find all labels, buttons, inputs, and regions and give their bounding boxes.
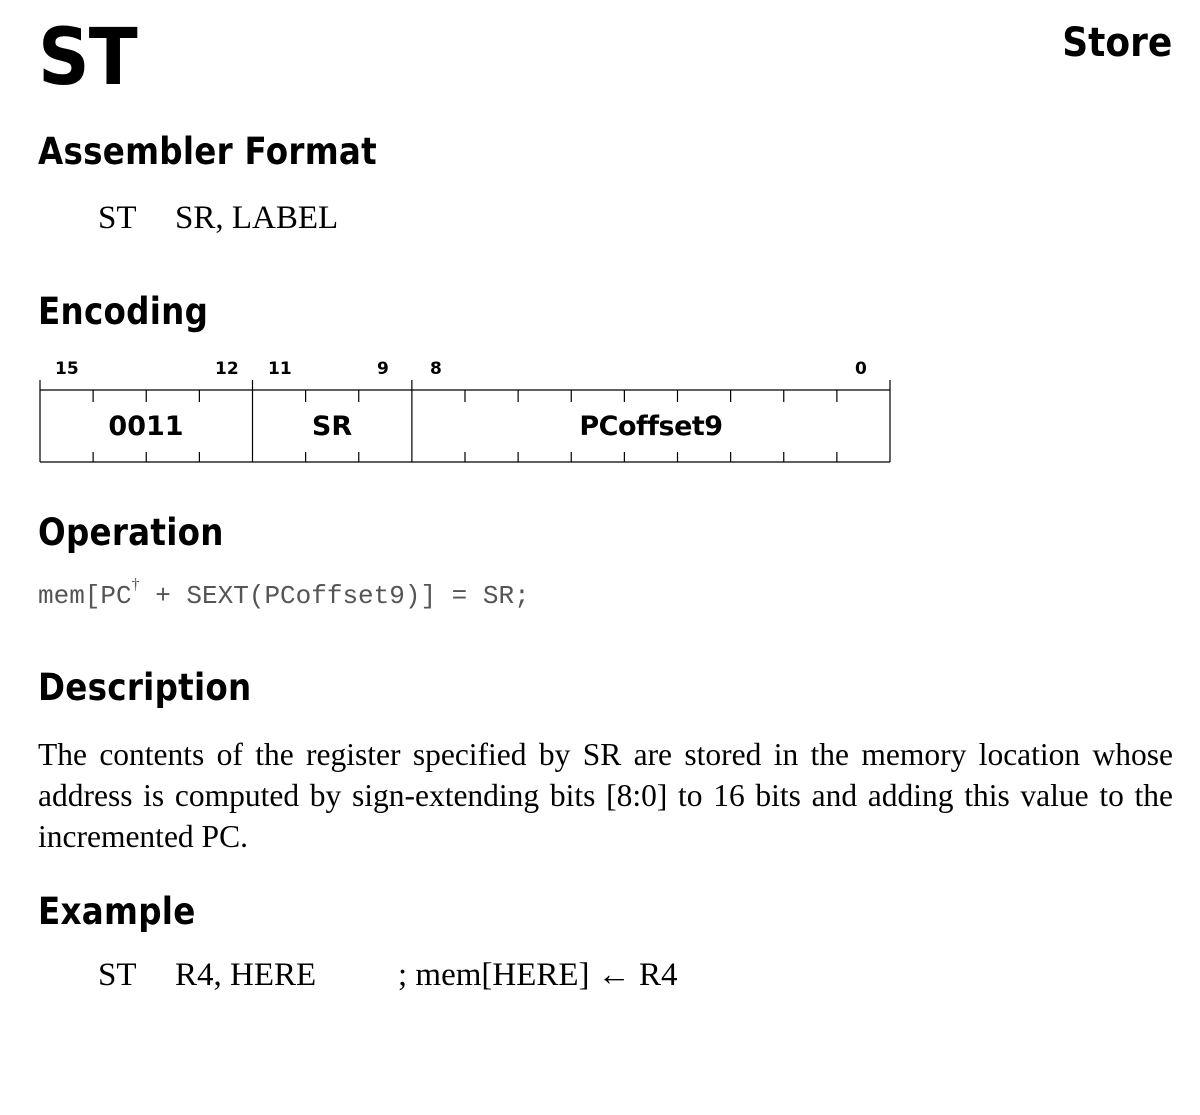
assembler-format-heading: Assembler Format	[38, 130, 377, 173]
instruction-mnemonic: ST	[38, 13, 138, 103]
encoding-heading: Encoding	[38, 290, 209, 333]
example-heading: Example	[38, 890, 196, 933]
bit-label-12: 12	[215, 359, 239, 379]
field-sr: SR	[312, 411, 352, 442]
example-opcode: ST	[98, 957, 137, 993]
bit-label-0: 0	[855, 359, 867, 379]
bit-label-9: 9	[377, 359, 389, 379]
encoding-grid	[39, 380, 891, 463]
bit-label-11: 11	[268, 359, 292, 379]
description-heading: Description	[38, 666, 252, 709]
encoding-diagram: 15 12 11 9 8 0 0011 SR PCoffset9	[39, 359, 891, 463]
example-operands: R4, HERE	[175, 957, 317, 993]
description-text: The contents of the register specified b…	[38, 737, 1173, 854]
bit-label-15: 15	[55, 359, 79, 379]
operation-suffix: + SEXT(PCoffset9)] = SR;	[139, 581, 530, 611]
operation-heading: Operation	[38, 511, 224, 554]
bit-label-8: 8	[430, 359, 442, 379]
instruction-name: Store	[1061, 20, 1172, 66]
footnote-mark: †	[131, 576, 140, 594]
assembler-format-line: ST SR, LABEL	[98, 198, 338, 318]
field-opcode: 0011	[108, 411, 183, 442]
operation-code: mem[PC† + SEXT(PCoffset9)] = SR;	[38, 576, 530, 614]
field-pcoffset9: PCoffset9	[579, 411, 722, 442]
operation-prefix: mem[PC	[38, 581, 132, 611]
example-line: ST R4, HERE ; mem[HERE] ← R4	[98, 955, 678, 1115]
assembler-operands: SR, LABEL	[175, 200, 339, 236]
assembler-opcode: ST	[98, 200, 137, 236]
example-comment: ; mem[HERE] ← R4	[398, 957, 678, 993]
